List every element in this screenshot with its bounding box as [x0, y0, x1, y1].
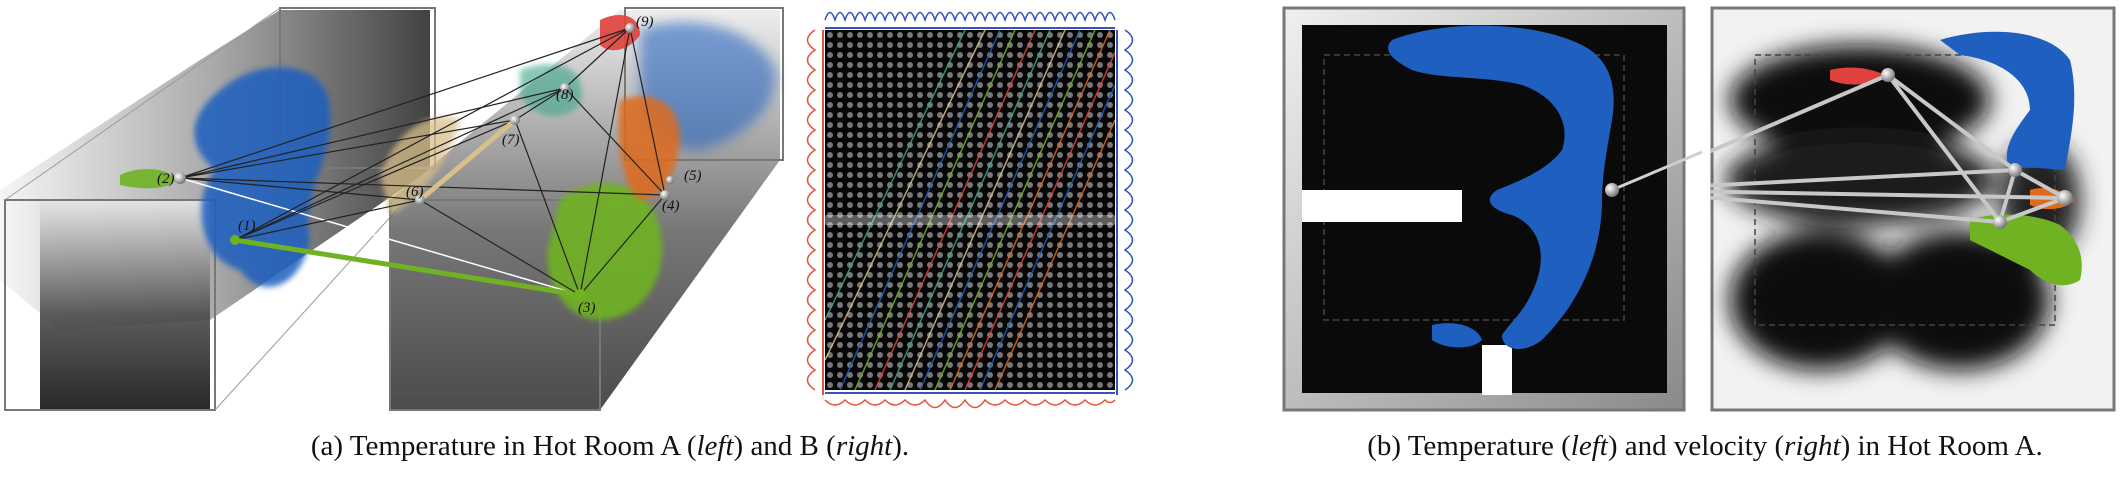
graph-edges [179, 27, 666, 298]
caption-a-prefix: (a) Temperature in Hot Room A ( [310, 430, 697, 462]
graph-node-5 [666, 176, 674, 184]
graph-node-8 [560, 83, 570, 93]
matrix-highlight-row [825, 215, 1115, 225]
caption-b-middle: ) and velocity ( [1607, 430, 1785, 462]
blue-blob-room-a [194, 67, 331, 287]
teal-blob [520, 64, 582, 116]
graph-nodes [174, 23, 674, 301]
node-label-5: (5) [684, 168, 702, 184]
orange-blob [618, 96, 680, 200]
caption-a: (a) Temperature in Hot Room A (left) and… [230, 430, 990, 463]
panel-a-volume-rendering: (1) (2) (3) (4) (5) (6) (7) (8) (9) [0, 7, 784, 411]
room-a-front-frame [4, 199, 216, 411]
panel-b-velocity-view [1710, 6, 2116, 412]
node-label-7: (7) [502, 132, 520, 148]
node-label-8: (8) [556, 87, 574, 103]
green-velocity-region [1970, 214, 2082, 286]
graph-node-7 [510, 115, 520, 125]
graph-node-1 [230, 235, 240, 245]
cross-panel-edges [1611, 150, 1703, 192]
inlet-opening [1302, 190, 1462, 222]
caption-a-left: left [696, 430, 734, 462]
velocity-graph-edges [1710, 73, 2066, 224]
right-marginal-curve [1123, 29, 1134, 391]
green-blob-room-a [120, 168, 175, 189]
node-label-4: (4) [662, 198, 680, 214]
velocity-node-orange [2057, 190, 2073, 206]
velocity-node-top [1881, 68, 1895, 82]
blue-temperature-region [1388, 25, 1614, 350]
outlet-opening [1482, 345, 1512, 395]
temperature-graph-node [1605, 183, 1619, 197]
caption-a-middle: ) and B ( [733, 430, 836, 462]
node-label-3: (3) [578, 300, 596, 316]
caption-a-suffix: ). [892, 430, 910, 462]
caption-a-right: right [835, 430, 893, 462]
caption-b-suffix: ) in Hot Room A. [1840, 430, 2043, 462]
blue-velocity-region [1940, 31, 2075, 170]
panel-b-shared-edges [1605, 150, 1703, 197]
velocity-node-bottom [1993, 215, 2007, 229]
caption-b-prefix: (b) Temperature ( [1367, 430, 1571, 462]
room-b-back-frame [624, 7, 784, 161]
feature-blobs [120, 15, 776, 320]
panel-b-temperature-view [1282, 6, 1686, 412]
node-label-9: (9) [636, 14, 654, 30]
matrix-diagonal-lines [825, 30, 1115, 390]
graph-node-3 [574, 289, 586, 301]
node-label-6: (6) [406, 184, 424, 200]
left-marginal-curve [806, 29, 817, 391]
node-label-1: (1) [238, 218, 256, 234]
tan-blob [380, 116, 460, 215]
graph-node-6 [415, 195, 425, 205]
graph-node-9 [625, 23, 635, 33]
bottom-marginal-curve [824, 398, 1116, 409]
top-marginal-curve [824, 11, 1116, 23]
node-label-2: (2) [157, 171, 175, 187]
velocity-node-right [2008, 163, 2022, 177]
graph-node-4 [660, 190, 670, 200]
caption-b-right: right [1784, 430, 1841, 462]
velocity-graph-nodes [1881, 68, 2073, 229]
graph-node-2 [174, 172, 186, 184]
panel-a-correlation-matrix [806, 11, 1134, 409]
caption-b-left: left [1570, 430, 1608, 462]
caption-b: (b) Temperature (left) and velocity (rig… [1295, 430, 2115, 463]
blue-temperature-region-small [1432, 323, 1482, 348]
graph-node-labels: (1) (2) (3) (4) (5) (6) (7) (8) (9) [157, 14, 702, 316]
